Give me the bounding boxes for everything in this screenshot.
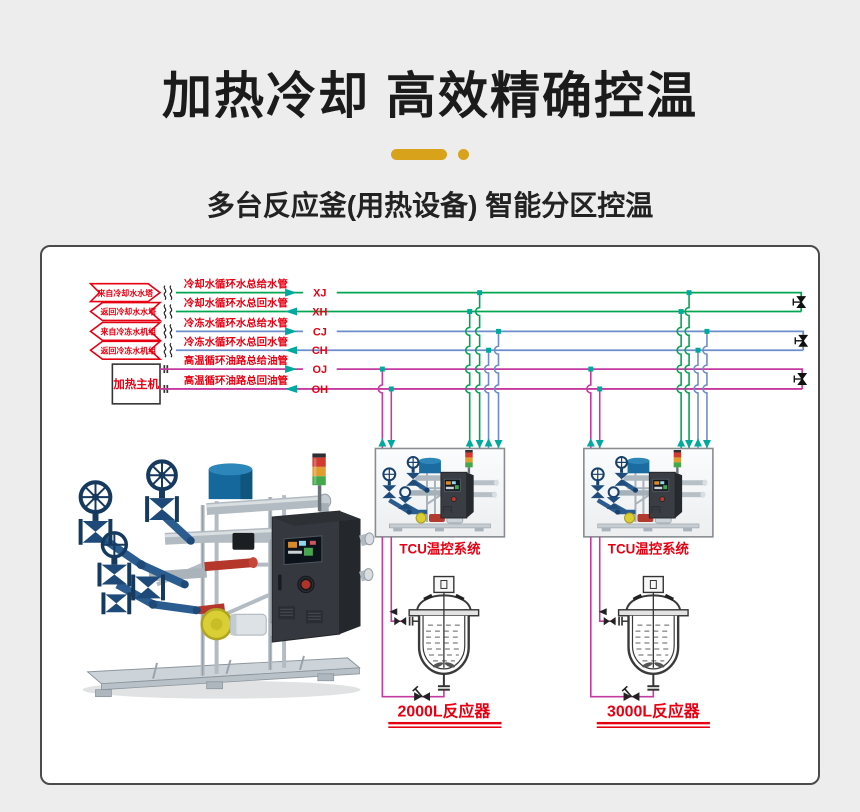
flange-icon [408, 616, 414, 626]
pipe-code: CJ [313, 326, 327, 338]
flange-icon [618, 616, 623, 626]
pipe-break-icon [163, 285, 173, 358]
reactor-label: 3000L反应器 [607, 701, 701, 720]
system-diagram: 来自冷却水水塔 返回冷却水水塔 来自冷冻水机组 返回冷冻水机组 加热主机 [78, 278, 809, 729]
handwheel-valve-icon [97, 531, 132, 587]
valve-icon [792, 296, 809, 385]
emergency-stop-button-icon [299, 578, 313, 591]
pipe-label: 冷冻水循环水总回水管 [184, 335, 288, 348]
hmi-screen [283, 535, 323, 566]
pipe-code: XJ [313, 288, 326, 300]
tcu-label: TCU温控系统 [399, 541, 481, 557]
reactor-supply-line [381, 536, 445, 698]
pipe-label: 冷却水循环水总回水管 [184, 297, 288, 310]
tcu2-drop-lines [586, 292, 708, 449]
flow-arrow-icon [378, 438, 711, 449]
pipe-labels: 冷却水循环水总给水管 冷却水循环水总回水管 冷冻水循环水总给水管 冷冻水循环水总… [184, 278, 328, 396]
tcu-label: TCU温控系统 [608, 541, 690, 557]
pipe-code: CH [312, 345, 328, 357]
source-banners: 来自冷却水水塔 返回冷却水水塔 来自冷冻水机组 返回冷冻水机组 [88, 282, 163, 360]
diagram-panel: 来自冷却水水塔 返回冷却水水塔 来自冷冻水机组 返回冷冻水机组 加热主机 [40, 245, 820, 785]
cabinet-handle [278, 574, 282, 591]
tcu1-drop-lines [377, 292, 500, 449]
machine-render [78, 453, 375, 699]
reactor-2: 3000L反应器 [590, 536, 710, 729]
heater-box-label: 加热主机 [112, 377, 159, 391]
reactor-1: 2000L反应器 [381, 536, 502, 729]
page-title: 加热冷却 高效精确控温 [162, 68, 698, 124]
flow-arrow-icon [285, 288, 297, 393]
source-banner-label: 返回冷冻水机组 [100, 345, 156, 355]
flow-arrow-icon [389, 608, 398, 616]
pipe-label: 冷冻水循环水总给水管 [184, 316, 288, 329]
junction-dots [379, 290, 710, 392]
pipe-label: 冷却水循环水总给水管 [184, 278, 288, 291]
source-banner-label: 来自冷冻水机组 [99, 327, 156, 337]
source-banner-label: 返回冷却水水塔 [100, 307, 157, 317]
divider-bar [391, 149, 447, 160]
reactor-supply-line [590, 536, 655, 698]
source-banner-arrow-left [89, 321, 163, 342]
source-banner-arrow-left [89, 340, 163, 360]
valve-icon [621, 685, 640, 702]
pipe-label: 高温循环油路总回油管 [184, 374, 288, 387]
pipe-label: 高温循环油路总给油管 [184, 354, 288, 367]
handwheel-valve-icon [78, 480, 113, 545]
signal-tower-icon [312, 453, 326, 512]
source-banner-arrow-left [89, 301, 163, 322]
page-subtitle: 多台反应釜(用热设备) 智能分区控温 [206, 190, 654, 221]
pipe-code: XH [312, 306, 327, 318]
heater-box: 加热主机 [111, 363, 169, 405]
divider-dot [458, 149, 469, 160]
reactor-label-underline [388, 726, 502, 729]
valve-icon [412, 685, 430, 702]
reactor-label: 2000L反应器 [398, 701, 492, 720]
reactor-vessel [407, 574, 481, 693]
reactor-label-underline [388, 721, 502, 725]
reactor-label-underline [596, 721, 710, 725]
tcu-unit-1: TCU温控系统 [374, 447, 506, 557]
reactor-label-underline [596, 726, 710, 729]
pipe-code: OH [312, 384, 328, 396]
reactor-vessel [616, 574, 690, 693]
flow-arrow-icon [598, 608, 607, 616]
handwheel-valve-icon [145, 459, 179, 522]
tcu-unit-2: TCU温控系统 [583, 447, 714, 557]
source-banner-label: 来自冷却水水塔 [96, 288, 154, 298]
valve-icon [598, 608, 616, 626]
pipe-code: OJ [313, 364, 328, 376]
valve-icon [389, 608, 407, 626]
source-banner-arrow-right [88, 282, 162, 303]
title-divider [0, 149, 860, 160]
